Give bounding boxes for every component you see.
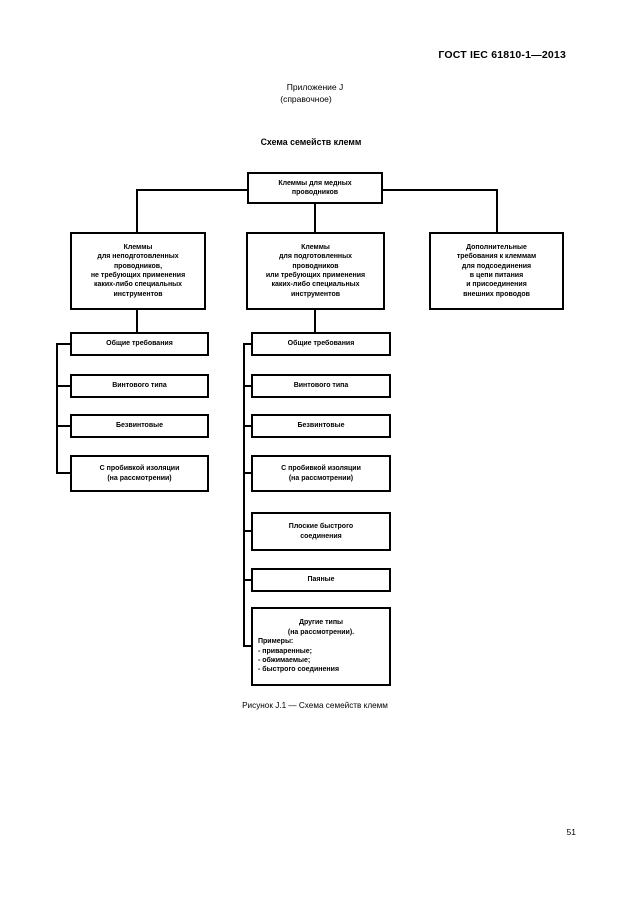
node-left-screwless: Безвинтовые [70, 414, 209, 438]
left-column-stub-4 [56, 472, 72, 474]
node-branch-prepared-conductors: Клеммы для подготовленных проводников ил… [246, 232, 385, 310]
other-types-example-2: - обжимаемые; [258, 656, 311, 664]
node-middle-soldered: Паяные [251, 568, 391, 592]
section-title: Схема семейств клемм [260, 137, 362, 147]
middle-column-stub-5 [243, 530, 254, 532]
node-left-general-requirements: Общие требования [70, 332, 209, 356]
node-middle-general-requirements: Общие требования [251, 332, 391, 356]
other-types-examples-label: Примеры: [258, 638, 294, 646]
middle-column-spine [243, 343, 245, 647]
connector-root-to-right [381, 189, 498, 191]
left-column-stub-1 [56, 343, 72, 345]
figure-caption: Рисунок J.1 — Схема семейств клемм [242, 701, 388, 710]
connector-down-to-branch-2 [314, 203, 316, 233]
middle-column-stub-7 [243, 645, 254, 647]
node-middle-other-types: Другие типы (на рассмотрении). Примеры: … [251, 607, 391, 686]
node-middle-screwless: Безвинтовые [251, 414, 391, 438]
annex-kind: (справочное) [280, 94, 332, 104]
node-left-insulation-piercing: С пробивкой изоляции (на рассмотрении) [70, 455, 209, 492]
node-left-screw-type: Винтового типа [70, 374, 209, 398]
left-column-stub-3 [56, 425, 72, 427]
running-head-standard-number: ГОСТ IEC 61810-1—2013 [438, 49, 566, 61]
page-number: 51 [566, 827, 576, 837]
other-types-example-1: - приваренные; [258, 647, 313, 655]
connector-down-to-branch-3 [496, 189, 498, 233]
node-middle-screw-type: Винтового типа [251, 374, 391, 398]
connector-root-to-left [136, 189, 249, 191]
middle-column-stub-3 [243, 425, 254, 427]
middle-column-stub-1 [243, 343, 254, 345]
annex-label: Приложение J [286, 82, 344, 92]
middle-column-stub-4 [243, 472, 254, 474]
connector-down-to-branch-1 [136, 189, 138, 233]
node-branch-supply-circuit-extra-requirements: Дополнительные требования к клеммам для … [429, 232, 564, 310]
middle-column-stub-6 [243, 579, 254, 581]
connector-branch1-to-left-column [136, 309, 138, 334]
left-column-stub-2 [56, 385, 72, 387]
left-column-spine [56, 343, 58, 474]
other-types-heading: Другие типы (на рассмотрении). [287, 619, 355, 636]
middle-column-stub-2 [243, 385, 254, 387]
node-middle-insulation-piercing: С пробивкой изоляции (на рассмотрении) [251, 455, 391, 492]
node-branch-unprepared-conductors: Клеммы для неподготовленных проводников,… [70, 232, 206, 310]
node-root-copper-conductor-terminals: Клеммы для медных проводников [247, 172, 383, 204]
connector-branch2-to-middle-column [314, 309, 316, 333]
node-middle-flat-quick-connect: Плоские быстрого соединения [251, 512, 391, 551]
other-types-example-3: - быстрого соединения [258, 666, 340, 674]
